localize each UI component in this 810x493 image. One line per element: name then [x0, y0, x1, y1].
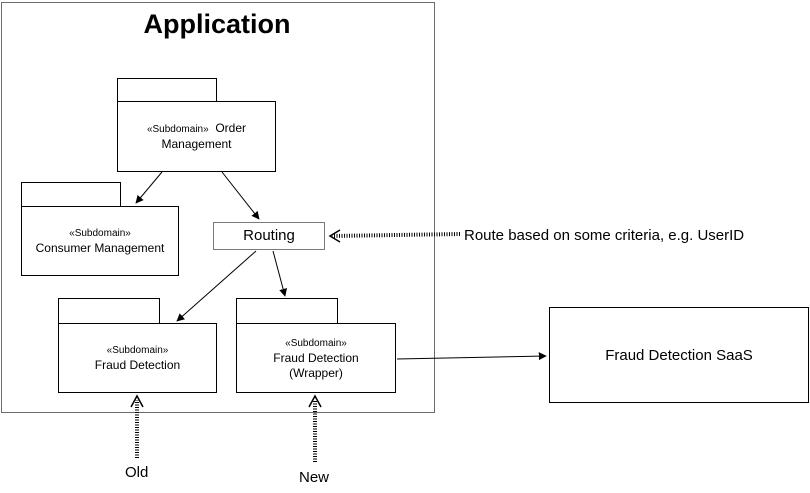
consumer-management-stereotype: «Subdomain» — [69, 228, 131, 239]
application-title: Application — [143, 9, 291, 39]
fraud-detection-wrapper-name-line1: Fraud Detection — [273, 350, 359, 365]
fraud-detection-wrapper-tab — [236, 298, 338, 324]
order-management-name-line2: Management — [161, 137, 232, 151]
order-management-stereotype: «Subdomain» — [146, 124, 209, 135]
fraud-detection-name: Fraud Detection — [94, 358, 181, 372]
fraud-detection-package[interactable]: «Subdomain» Fraud Detection — [58, 323, 217, 393]
new-label: New — [299, 469, 330, 486]
new-pointer-arrow — [308, 394, 322, 462]
fraud-detection-saas-box[interactable]: Fraud Detection SaaS — [549, 307, 809, 403]
arrow-routing-to-fraud-detection — [176, 250, 257, 322]
old-pointer-arrow — [130, 394, 144, 458]
routing-note: Route based on some criteria, e.g. UserI… — [464, 227, 745, 244]
fraud-detection-wrapper-stereotype: «Subdomain» — [285, 337, 347, 349]
fraud-detection-wrapper-package[interactable]: «Subdomain» Fraud Detection (Wrapper) — [236, 323, 396, 393]
arrow-routing-to-wrapper — [272, 250, 288, 297]
arrow-order-to-consumer — [135, 171, 163, 204]
consumer-management-name: Consumer Management — [35, 241, 165, 255]
arrow-wrapper-to-saas — [396, 352, 547, 361]
order-management-package[interactable]: «Subdomain» Order Management — [117, 101, 276, 172]
routing-box[interactable]: Routing — [213, 222, 325, 250]
arrow-order-to-routing — [221, 171, 260, 220]
fraud-detection-saas-label: Fraud Detection SaaS — [605, 346, 753, 364]
fraud-detection-stereotype: «Subdomain» — [106, 345, 169, 356]
old-label: Old — [125, 464, 149, 481]
consumer-management-package[interactable]: «Subdomain» Consumer Management — [21, 206, 179, 276]
fraud-detection-tab — [58, 298, 160, 324]
order-management-name-line1: Order — [215, 121, 247, 135]
fraud-detection-wrapper-name-line2: (Wrapper) — [289, 365, 343, 380]
note-connector — [328, 229, 461, 243]
